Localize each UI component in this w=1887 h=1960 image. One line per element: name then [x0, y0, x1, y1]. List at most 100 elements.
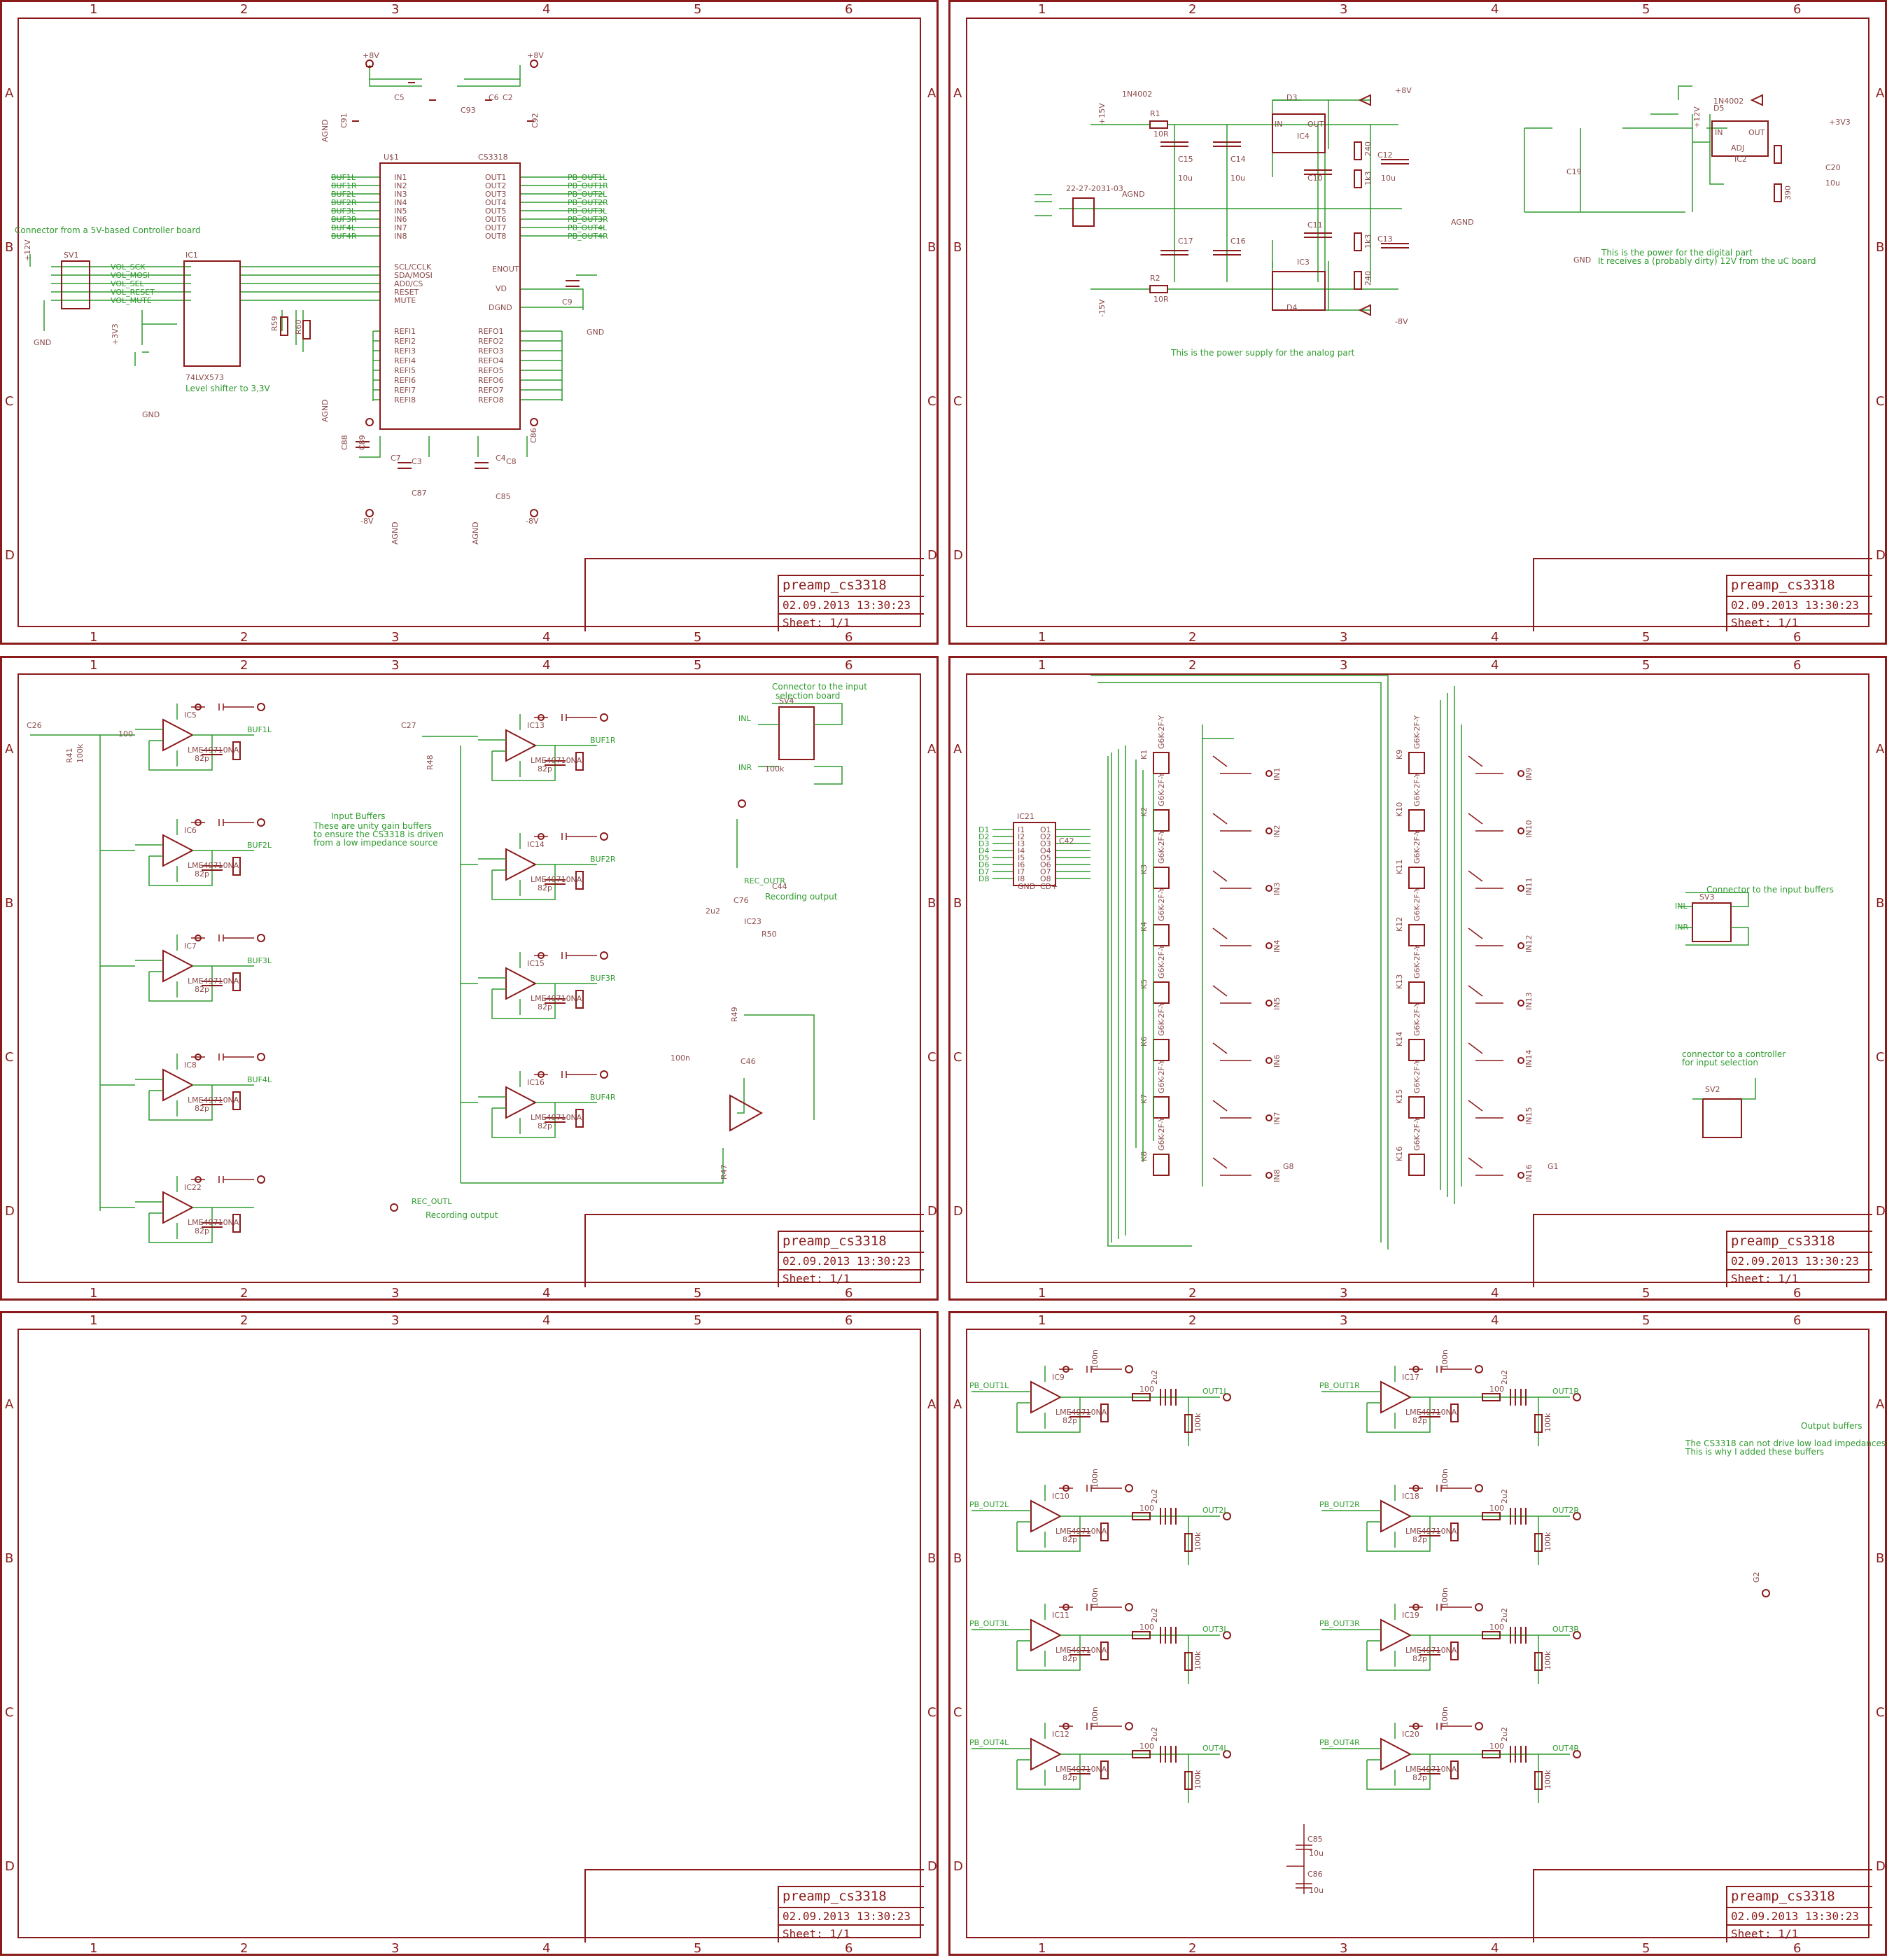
schematic-label: 82p [1062, 1535, 1077, 1544]
relay-contact [1212, 1157, 1503, 1176]
series-resistor [1482, 1631, 1501, 1639]
svg-text:D3: D3 [1286, 93, 1297, 102]
output-terminal [1573, 1750, 1581, 1758]
relay-coil [1408, 1154, 1425, 1176]
schematic-label: O7 [1040, 867, 1051, 876]
decoupling-capacitor [191, 934, 254, 941]
schematic-label: G6K-2F-Y [1412, 830, 1422, 864]
schematic-label: 82p [1412, 1654, 1427, 1663]
schematic-label: IN15 [1524, 1107, 1534, 1125]
svg-text:PB_OUT4R: PB_OUT4R [568, 232, 608, 241]
svg-text:BUF1L: BUF1L [331, 173, 356, 182]
svg-text:PB_OUT4L: PB_OUT4L [568, 223, 608, 232]
schematic-label: 82p [1062, 1773, 1077, 1782]
input-terminal [1265, 1172, 1272, 1179]
schematic-label: LME49710NA [1055, 1527, 1107, 1536]
svg-text:C6: C6 [489, 93, 499, 102]
schematic-label: 82p [538, 1121, 552, 1130]
opamp-wires [1003, 1723, 1122, 1790]
load-resistor [1184, 1414, 1193, 1433]
opamp-wires [1353, 1366, 1472, 1433]
schematic-label: 2u2 [1150, 1370, 1159, 1385]
schematic-label: 82p [195, 869, 209, 878]
sheet-inner-frame [966, 18, 1870, 627]
title-block-date: 02.09.2013 13:30:23 [1731, 1910, 1860, 1923]
output-terminal [1573, 1512, 1581, 1520]
coupling-capacitor [1160, 1746, 1177, 1763]
relay-coil [1153, 981, 1170, 1004]
schematic-label: Input Buffers [331, 811, 386, 821]
schematic-label: G6K-2F-Y [1157, 1059, 1166, 1093]
schematic-label: G6K-2F-Y [1412, 715, 1422, 749]
svg-text:C86: C86 [529, 428, 538, 443]
svg-text:C17: C17 [1178, 237, 1193, 246]
record-wiring [461, 819, 815, 1184]
schematic-label: D4 [978, 846, 989, 855]
relay-wiring [1090, 675, 1462, 1250]
coupling-capacitor [1510, 1627, 1527, 1644]
opamp-wires [135, 704, 254, 771]
schematic-label: LME49710NA [188, 746, 239, 755]
schematic-label: G6K-2F-Y [1412, 1116, 1422, 1151]
schematic-label: REC_OUTL [412, 1197, 452, 1206]
resistor [232, 741, 241, 760]
svg-text:BUF2R: BUF2R [331, 198, 357, 207]
schematic-label: IC17 [1402, 1373, 1419, 1382]
schematic-label: 82p [1062, 1416, 1077, 1425]
capacitor [202, 1222, 223, 1228]
schematic-label: K9 [1395, 750, 1404, 760]
schematic-label: C86 [1307, 1870, 1323, 1879]
svg-text:C89: C89 [358, 435, 367, 450]
svg-text:10R: 10R [1153, 295, 1169, 304]
resistor [232, 972, 241, 991]
schematic-label: 100n [1090, 1588, 1100, 1607]
buffer-inputs [100, 850, 478, 1208]
decoupling-capacitor [1409, 1723, 1472, 1730]
schematic-label: 82p [1412, 1773, 1427, 1782]
relay-contact [1212, 755, 1503, 774]
svg-text:R2: R2 [1150, 274, 1160, 283]
coupling-capacitor [1160, 1627, 1177, 1644]
svg-text:C5: C5 [394, 93, 405, 102]
schematic-label: C26 [27, 721, 42, 730]
decoupling-capacitor [534, 714, 597, 721]
row-label: A [927, 86, 937, 101]
schematic-label: IN8 [1272, 1170, 1282, 1182]
input-terminal [1265, 885, 1272, 892]
schematic-label: 82p [1062, 1654, 1077, 1663]
schematic-label: PB_OUT4L [969, 1738, 1009, 1747]
schematic-label: LME49710NA [1405, 1408, 1457, 1417]
ic21-wiring [992, 829, 1090, 879]
schematic-label: K3 [1139, 864, 1149, 874]
schematic-label: I7 [1018, 867, 1025, 876]
col-label: 3 [391, 2, 400, 17]
relay-contact [1212, 1100, 1503, 1119]
supply-terminal [195, 934, 202, 941]
schematic-label: 82p [1412, 1535, 1427, 1544]
relay-coil [1408, 867, 1425, 889]
svg-text:IN4: IN4 [394, 198, 407, 207]
rec-outr-terminal [738, 799, 746, 808]
schematic-label: 100 [1139, 1504, 1154, 1513]
opamp-triangle [1030, 1618, 1062, 1652]
svg-text:R59: R59 [270, 316, 279, 331]
resistor [1450, 1642, 1459, 1660]
sheet-inner-frame [17, 673, 921, 1283]
schematic-label: 100k [765, 764, 785, 774]
svg-text:AGND: AGND [1451, 218, 1474, 227]
title-block-title: preamp_cs3318 [783, 1889, 887, 1904]
svg-text:C12: C12 [1377, 150, 1393, 160]
schematic-label: IN4 [1272, 940, 1282, 953]
relay-coil [1408, 1096, 1425, 1119]
supply-terminal [1412, 1366, 1419, 1373]
schematic-label: K7 [1139, 1094, 1149, 1104]
schematic-label: 2u2 [1150, 1489, 1159, 1504]
schematic-label: The CS3318 can not drive low load impeda… [1685, 1438, 1886, 1448]
svg-text:C10: C10 [1307, 174, 1323, 183]
svg-text:GND: GND [142, 410, 160, 419]
svg-text:IC2: IC2 [1734, 155, 1747, 164]
opamp-wires [478, 833, 597, 900]
